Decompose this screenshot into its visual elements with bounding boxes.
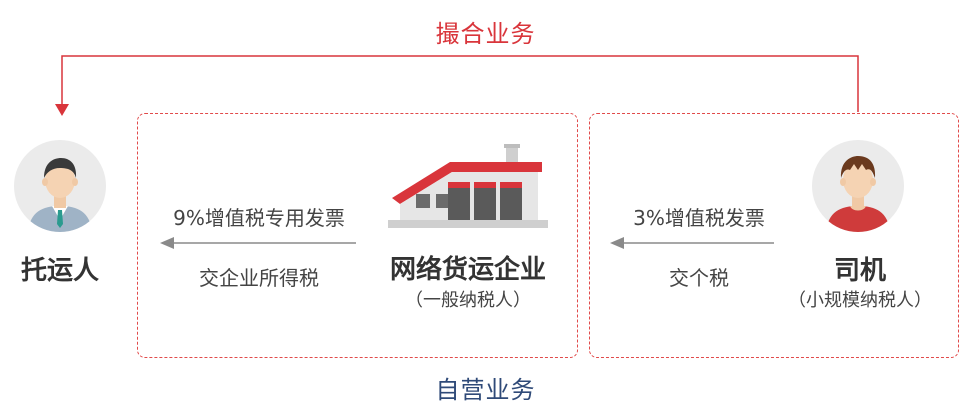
businessman-icon — [28, 158, 92, 232]
self-operated-business-title: 自营业务 — [435, 376, 536, 404]
shipper-avatar — [14, 140, 106, 232]
matching-flow-arrowhead — [55, 104, 69, 116]
driver-box — [589, 113, 959, 358]
driver-avatar — [812, 140, 904, 232]
platform-box — [137, 113, 578, 358]
platform-to-shipper-arrow — [160, 237, 356, 249]
vat-special-invoice-label: 9%增值税专用发票 — [173, 206, 345, 230]
driver-sub-label: （小规模纳税人） — [788, 290, 932, 311]
vat-invoice-label: 3%增值税发票 — [633, 206, 765, 230]
matching-business-title: 撮合业务 — [435, 20, 536, 48]
platform-label: 网络货运企业 — [389, 255, 546, 285]
warehouse-icon — [388, 144, 548, 228]
driver-label: 司机 — [833, 256, 886, 286]
driver-person-icon — [826, 156, 890, 232]
shipper-label: 托运人 — [20, 256, 99, 286]
driver-to-platform-arrow — [610, 237, 774, 249]
personal-income-tax-label: 交个税 — [669, 266, 729, 290]
platform-sub-label: （一般纳税人） — [405, 290, 531, 311]
corporate-income-tax-label: 交企业所得税 — [199, 266, 319, 290]
